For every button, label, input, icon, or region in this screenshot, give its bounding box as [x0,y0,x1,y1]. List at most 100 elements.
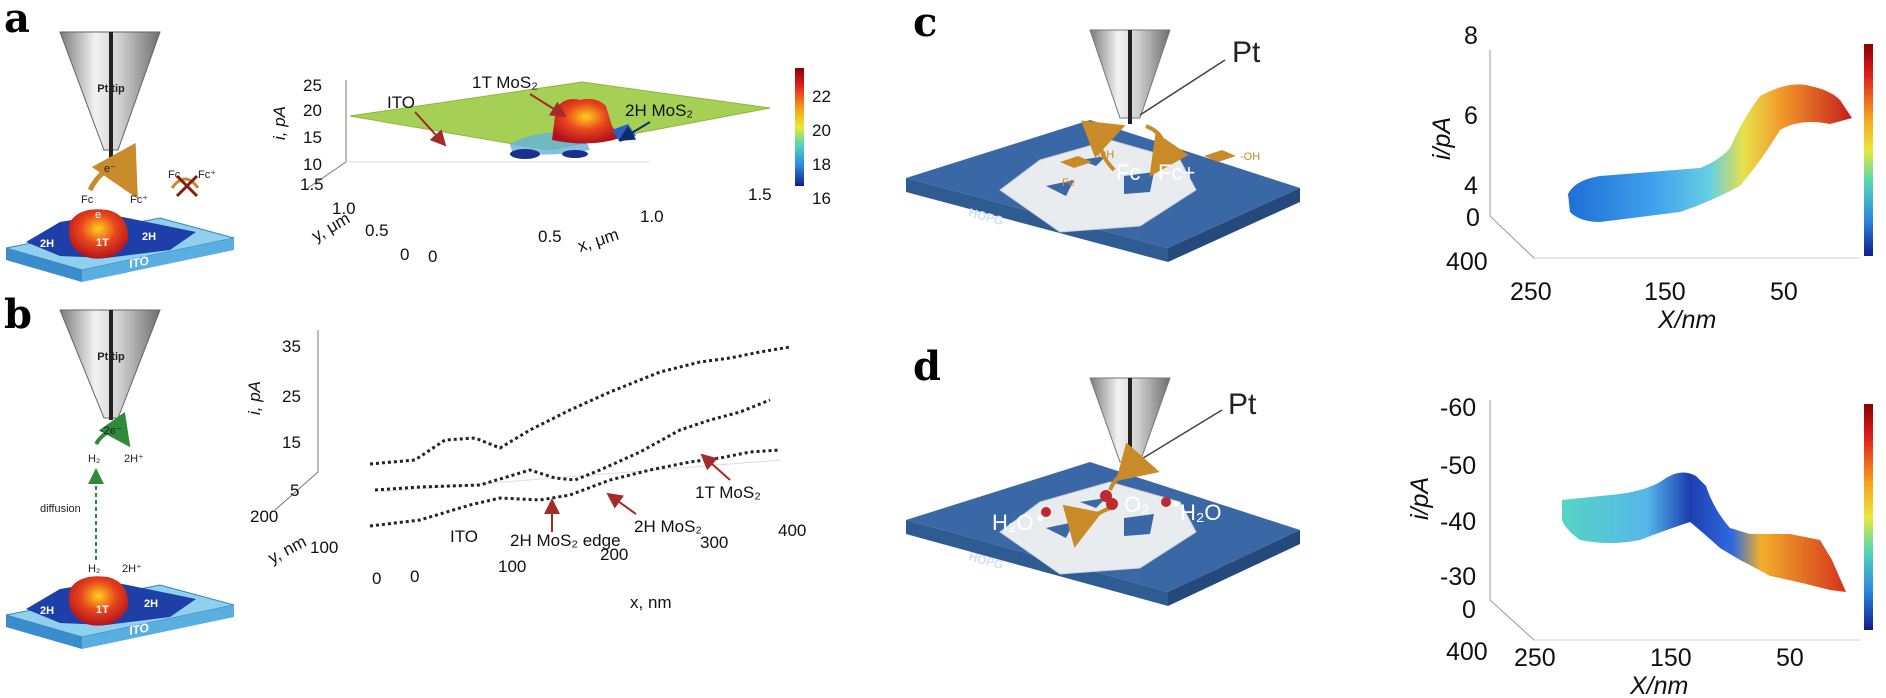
x-tick: 250 [1510,278,1552,306]
fcp-label-c: Fc+ [1158,160,1195,185]
z-tick: 0 [1466,204,1480,232]
hplus-top-label: 2H⁺ [124,453,144,465]
pt-tip-label-b: Pt tip [97,351,125,363]
1t-mos2-peak [552,98,620,144]
panel-c: c HOPG Pt Fc Fc+ Fe -OH -O [906,0,1873,334]
cbar-tick: 20 [812,121,831,140]
x-tick: 50 [1770,278,1798,306]
trace-back [369,345,791,466]
z-tick: 25 [282,387,301,406]
panel-d: d HOPG Pt O₂ H₂O H₂O [906,343,1873,698]
z-tick: 35 [282,337,301,356]
surface-c [1568,84,1852,222]
z-tick: -40 [1440,508,1476,536]
ito-label-b: ITO [128,620,151,638]
y-tick: 400 [1446,638,1488,666]
h2o-left-label: H₂O [992,510,1034,535]
x-axis-label-b: x, nm [630,593,672,612]
z-tick: 25 [303,76,322,95]
z-tick: 6 [1464,102,1478,130]
z-tick: 5 [290,481,299,500]
z-tick: 15 [303,128,322,147]
fcp2-label-a: Fc⁺ [198,169,216,181]
z-tick: 20 [303,101,322,120]
colorbar-c [1864,44,1873,256]
annotation-2h-edge: 2H MoS₂ edge [510,531,621,550]
x-tick: 250 [1514,644,1556,672]
colorbar-d [1864,404,1873,630]
y-axis-label-b: y, nm [265,532,310,568]
x-tick: 0 [410,567,419,586]
z-axis-label-b: i, pA [245,381,264,415]
colorbar-a [795,68,804,186]
fc-label-c: Fc [1116,160,1140,185]
cbar-tick: 22 [812,87,831,106]
z-tick: -50 [1440,452,1476,480]
panel-label-c: c [913,0,937,46]
x-axis-label-d: X/nm [1629,672,1688,698]
z-tick: 8 [1464,22,1478,50]
electron-arrow-a [87,142,138,199]
plot-d: -60 -50 -40 -30 0 i/pA 400 250 150 50 X/… [1406,394,1873,698]
y-tick: 0.5 [365,221,389,240]
blocked-cross-icon [175,174,199,198]
z-tick: 10 [303,155,322,174]
ito-label-a: ITO [128,253,151,271]
electron-label-a: e⁻ [104,163,116,175]
annotation-ito-a: ITO [387,93,415,112]
z-tick: 4 [1464,172,1478,200]
z-axis-label-a: i, pA [270,106,289,140]
mos2-1t-flake-a [68,209,129,259]
schematic-a: Pt tip e⁻ Fc Fc⁺ Fc Fc⁺ ITO 2H 2H 1T e [5,31,235,282]
z-axis-label-c: i/pA [1428,117,1456,160]
panel-label-d: d [913,343,941,390]
x-tick: 150 [1644,278,1686,306]
oh-label-c-left: -OH [1094,149,1114,161]
x-tick: 1.0 [640,207,664,226]
colorbar-ticks-a: 22 20 18 16 [812,87,831,208]
schematic-d: HOPG Pt O₂ H₂O H₂O [906,377,1300,606]
y-tick: 200 [250,507,278,526]
pt-tip-label-a: Pt tip [97,83,125,95]
oh-label-c-right: -OH [1240,151,1260,163]
z-tick: 0 [1462,596,1476,624]
x-axis-label-a: x, μm [575,225,621,256]
y-axis-label-a: y, μm [309,209,354,246]
y-tick: 0 [400,245,409,264]
annotation-1t-b: 1T MoS₂ [695,483,761,502]
o2-label: O₂ [1124,492,1150,517]
x-tick: 50 [1776,644,1804,672]
h2-bottom-label: H₂ [88,563,100,575]
diffusion-label: diffusion [40,503,81,515]
z-tick: -30 [1440,563,1476,591]
x-tick: 0.5 [538,227,562,246]
x-tick: 100 [498,557,526,576]
electron-label-b: -2e⁻ [100,425,122,437]
pt-label-d: Pt [1228,388,1257,421]
annotation-2h-a: 2H MoS₂ [625,101,693,120]
schematic-c: HOPG Pt Fc Fc+ Fe -OH -OH [906,29,1300,262]
label-2h-left-a: 2H [40,238,54,250]
schematic-b: Pt tip -2e⁻ H₂ 2H⁺ diffusion H₂ 2H⁺ ITO … [5,309,235,649]
panel-label-a: a [4,0,30,42]
x-tick: 150 [1650,644,1692,672]
y-tick: 1.5 [300,175,324,194]
label-1t-b: 1T [96,604,109,616]
h2-top-label: H₂ [88,453,100,465]
e-mark-a: e [95,209,101,221]
z-tick: 15 [282,433,301,452]
trace-middle [374,398,771,492]
y-tick: 0 [372,569,381,588]
annotation-1t-a: 1T MoS₂ [472,73,538,92]
panel-label-b: b [4,291,32,338]
h2o-right-label: H₂O [1180,500,1222,525]
panel-b: b Pt tip -2e⁻ H₂ 2H⁺ diffusion H₂ 2H⁺ IT… [4,291,806,649]
fcp-label-a: Fc⁺ [130,194,148,206]
label-2h-right-a: 2H [142,231,156,243]
z-tick: -60 [1440,394,1476,422]
panel-a: a Pt tip e⁻ Fc Fc⁺ Fc Fc⁺ ITO 2H 2H 1T e [4,0,831,282]
x-tick: 400 [778,521,806,540]
label-2h-left-b: 2H [40,605,54,617]
y-tick: 400 [1446,248,1488,276]
